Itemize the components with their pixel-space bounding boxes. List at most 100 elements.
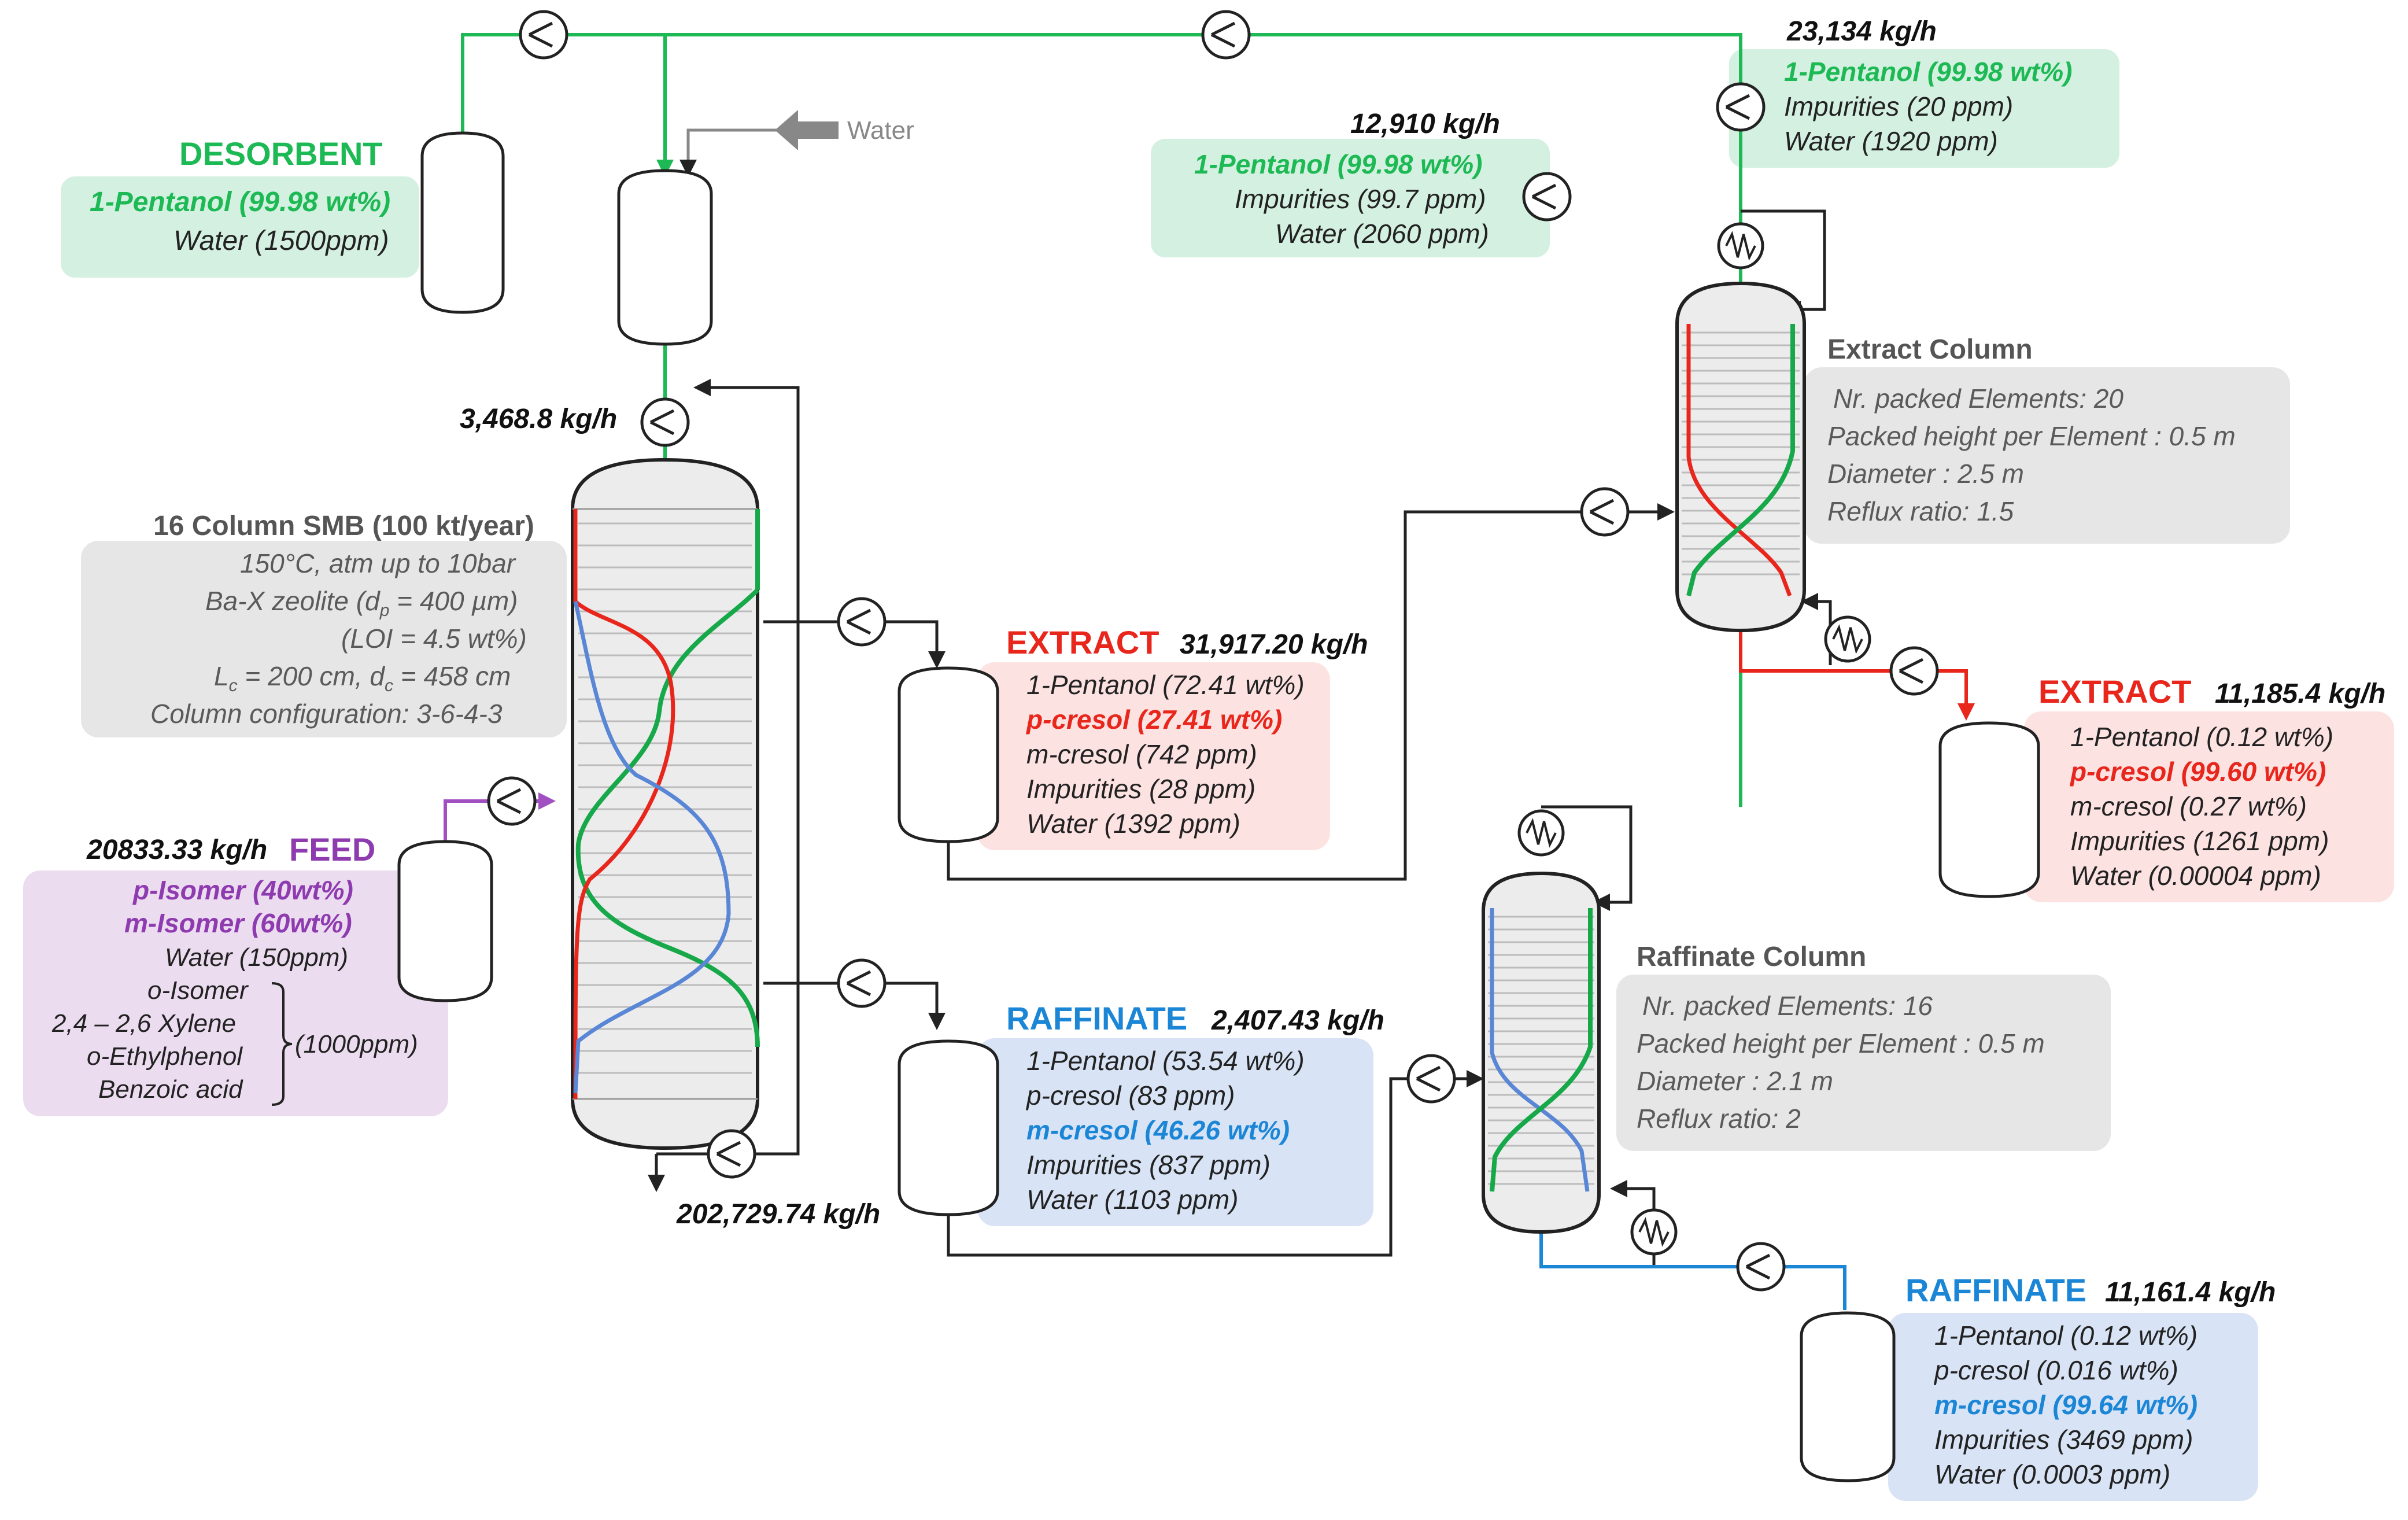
raffinate2-line4: Impurities (3469 ppm) (1934, 1425, 2193, 1455)
raffinate1-line2: p-cresol (83 ppm) (1025, 1080, 1235, 1111)
pump-raffinate-bottom (1736, 1242, 1786, 1292)
extract2-line3: m-cresol (0.27 wt%) (2070, 791, 2307, 821)
desorbent-vessel (420, 131, 505, 314)
extract-profile-green (1686, 324, 1795, 596)
feed-impurity-label: (1000ppm) (295, 1030, 418, 1058)
smb-profile-blue (573, 601, 731, 1094)
smb-extract-draw (763, 620, 946, 669)
raffinate-column-line2: Packed height per Element : 0.5 m (1637, 1028, 2045, 1058)
pump-extract-column-feed (1580, 487, 1630, 537)
raffinate1-header: RAFFINATE (1006, 1000, 1187, 1036)
extract-column-box (1804, 367, 2290, 544)
raffinate-profile-green (1490, 908, 1593, 1192)
recycle-top-line3: Water (1920 ppm) (1784, 126, 1998, 156)
recycle-mid-flow: 12,910 kg/h (1350, 109, 1500, 139)
recycle-mid-line3: Water (2060 ppm) (1275, 219, 1489, 249)
feed-o-isomer: o-Isomer (147, 976, 249, 1005)
recycle-mid-box (1151, 139, 1550, 257)
water-arrow-icon (775, 110, 839, 150)
mixing-vessel (617, 169, 713, 346)
pump-raffinate-draw (837, 958, 887, 1008)
raffinate2-vessel (1800, 1311, 1896, 1482)
smb-spec-loi: (LOI = 4.5 wt%) (341, 624, 527, 654)
raffinate1-box (977, 1038, 1373, 1226)
recycle-top-line2: Impurities (20 ppm) (1784, 91, 2013, 121)
extract2-vessel (1938, 721, 2040, 898)
pump-recycle-top (1716, 82, 1766, 132)
desorbent-box (61, 176, 419, 278)
recycle-mid-line2: Impurities (99.7 ppm) (1235, 184, 1486, 214)
smb-profile-green (575, 588, 760, 1047)
desorbent-line1: 1-Pentanol (99.98 wt%) (90, 187, 390, 217)
smb-profile-red (573, 509, 675, 1100)
desorbent-line2: Water (1500ppm) (173, 226, 389, 256)
smb-spec-zeolite: Ba-X zeolite (dp = 400 µm) (205, 586, 518, 620)
smb-spec-temp: 150°C, atm up to 10bar (240, 548, 516, 578)
extract-column (1675, 281, 1806, 633)
extract2-line2: p-cresol (99.60 wt%) (2069, 757, 2326, 787)
feed-m-isomer: m-Isomer (60wt%) (124, 908, 352, 938)
extract1-flow: 31,917.20 kg/h (1180, 629, 1368, 660)
smb-inflow-label: 3,468.8 kg/h (460, 404, 617, 434)
smb-spec-box (81, 541, 567, 737)
smb-recycle-line (693, 379, 800, 1156)
smb-spec-config: Column configuration: 3-6-4-3 (150, 699, 503, 729)
pump-top-mid (1201, 10, 1251, 60)
heat-exchanger-extract-top (1717, 222, 1764, 270)
extract1-to-column-line (947, 503, 1675, 881)
smb-title: 16 Column SMB (100 kt/year) (153, 511, 534, 541)
raffinate2-box (1888, 1313, 2258, 1501)
pump-extract-draw (837, 597, 887, 647)
raffinate1-vessel (898, 1039, 999, 1216)
raffinate2-line5: Water (0.0003 ppm) (1934, 1459, 2170, 1489)
raffinate2-line3: m-cresol (99.64 wt%) (1934, 1390, 2198, 1420)
feed-flow: 20833.33 kg/h (86, 835, 267, 865)
recycle-top-box (1729, 49, 2119, 168)
recycle-top-line1: 1-Pentanol (99.98 wt%) (1784, 57, 2072, 87)
smb-column (571, 458, 760, 1150)
extract2-line1: 1-Pentanol (0.12 wt%) (2070, 722, 2333, 752)
feed-water: Water (150ppm) (165, 943, 348, 972)
extract-column-line4: Reflux ratio: 1.5 (1827, 496, 2014, 526)
pump-smb-inlet (640, 397, 690, 447)
extract-column-line3: Diameter : 2.5 m (1827, 459, 2024, 489)
feed-xylene: 2,4 – 2,6 Xylene (51, 1009, 236, 1038)
extract2-header: EXTRACT (2038, 673, 2191, 710)
pump-raffinate-column-feed (1406, 1054, 1456, 1104)
extract-profile-red (1686, 324, 1792, 597)
extract-column-line2: Packed height per Element : 0.5 m (1827, 421, 2236, 451)
pump-smb-bottom (707, 1129, 756, 1179)
extract2-flow: 11,185.4 kg/h (2215, 678, 2385, 709)
heat-exchanger-extract-bottom (1824, 615, 1871, 663)
recycle-top-flow: 23,134 kg/h (1786, 16, 1937, 47)
raffinate-column-title: Raffinate Column (1637, 942, 1866, 972)
smb-raffinate-draw (763, 982, 946, 1030)
raffinate2-header: RAFFINATE (1905, 1272, 2086, 1308)
extract1-line1: 1-Pentanol (72.41 wt%) (1026, 670, 1305, 700)
extract2-line4: Impurities (1261 ppm) (2070, 826, 2329, 856)
extract-column-line1: Nr. packed Elements: 20 (1833, 383, 2123, 414)
pump-top-left (519, 10, 568, 60)
pump-recycle-mid (1522, 172, 1572, 222)
extract1-header: EXTRACT (1006, 624, 1159, 661)
raffinate-column-line1: Nr. packed Elements: 16 (1642, 991, 1933, 1021)
extract-column-title: Extract Column (1827, 334, 2033, 365)
raffinate1-flow: 2,407.43 kg/h (1211, 1005, 1384, 1036)
extract2-line5: Water (0.00004 ppm) (2070, 861, 2321, 891)
feed-benzoic: Benzoic acid (98, 1075, 243, 1104)
feed-box (23, 870, 448, 1116)
raffinate-column-reflux (1541, 805, 1633, 911)
heat-exchanger-raffinate-bottom (1630, 1208, 1678, 1256)
raffinate1-line4: Impurities (837 ppm) (1026, 1150, 1271, 1180)
raffinate-column-line3: Diameter : 2.1 m (1637, 1066, 1833, 1096)
extract1-line4: Impurities (28 ppm) (1026, 774, 1255, 804)
pump-feed (487, 776, 537, 826)
extract1-vessel (898, 666, 999, 843)
feed-header: FEED (289, 831, 375, 868)
feed-vessel (397, 840, 493, 1002)
pump-extract-bottom (1889, 646, 1939, 696)
extract-column-reflux (1741, 209, 1826, 318)
raffinate-column (1482, 871, 1601, 1234)
raffinate-column-box (1616, 975, 2111, 1151)
